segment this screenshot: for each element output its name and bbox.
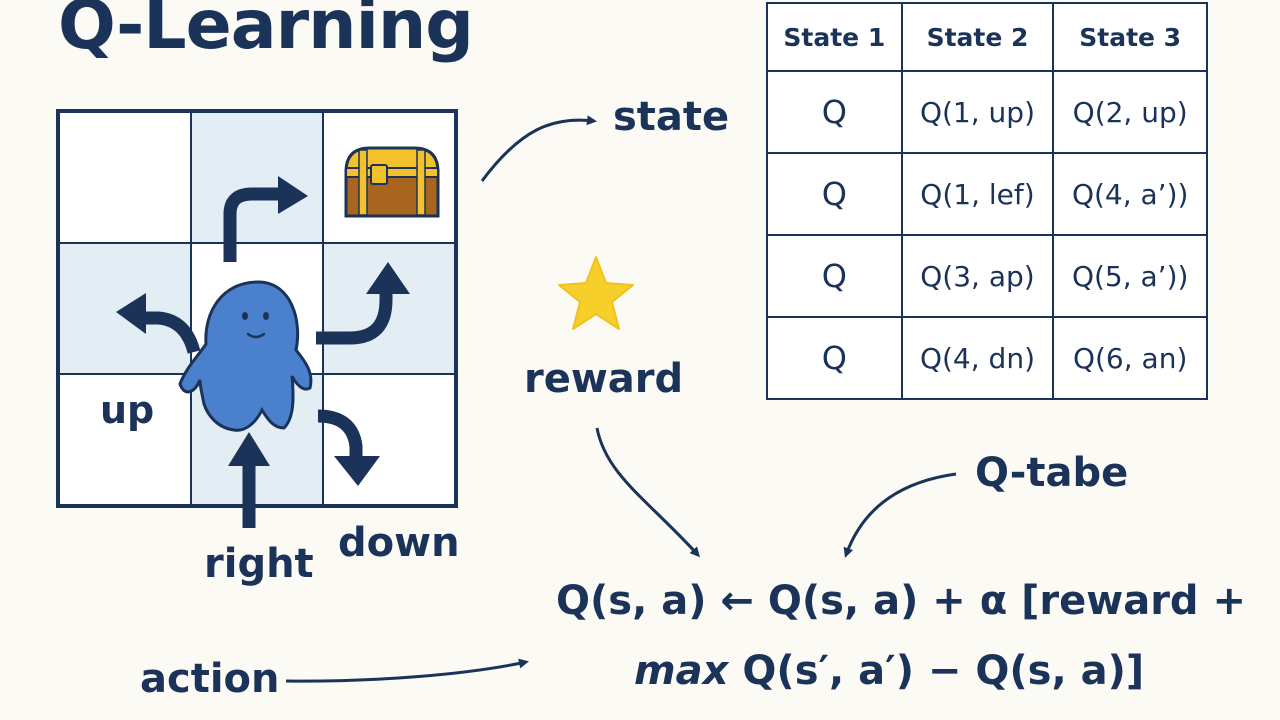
table-cell: Q(1, lef)	[900, 152, 1055, 236]
page-title: Q-Learning	[58, 0, 474, 65]
max-operator: max	[634, 648, 729, 694]
column-header: State 3	[1052, 2, 1208, 72]
table-header-row: State 1 State 2 State 3	[766, 2, 1208, 72]
grid-cell	[59, 374, 191, 505]
table-cell: Q(4, a’))	[1052, 152, 1208, 236]
update-formula-line1: Q(s, a) ← Q(s, a) + α [reward +	[556, 578, 1246, 624]
move-left-arrow	[116, 293, 201, 354]
table-cell: Q	[766, 70, 903, 154]
table-cell: Q(6, an)	[1052, 316, 1208, 400]
state-arrow	[480, 115, 597, 182]
table-cell: Q	[766, 152, 903, 236]
up-label: up	[100, 388, 155, 432]
table-cell: Q(2, up)	[1052, 70, 1208, 154]
move-up-arrow-bottom	[228, 432, 270, 528]
table-cell: Q(3, ap)	[900, 234, 1055, 318]
star-icon	[558, 256, 634, 330]
update-formula-line2: max Q(s′, a′) − Q(s, a)]	[634, 648, 1144, 694]
action-arrow	[285, 658, 529, 683]
action-label: action	[140, 656, 280, 702]
table-cell: Q	[766, 316, 903, 400]
column-header: State 2	[900, 2, 1055, 72]
move-right-arrow	[316, 262, 410, 345]
table-cell: Q(1, up)	[900, 70, 1055, 154]
treasure-chest-icon	[344, 146, 440, 218]
grid-cell	[59, 112, 191, 243]
formula-line2-rest: Q(s′, a′) − Q(s, a)]	[728, 648, 1145, 694]
q-table-label: Q-tabe	[975, 450, 1129, 496]
move-down-arrow	[317, 409, 380, 486]
reward-arrow	[595, 427, 701, 558]
agent-blob-icon	[178, 280, 313, 432]
grid-cell	[191, 112, 323, 243]
column-header: State 1	[766, 2, 903, 72]
table-cell: Q(4, dn)	[900, 316, 1055, 400]
table-row: Q Q(3, ap) Q(5, a’))	[766, 234, 1208, 318]
table-cell: Q	[766, 234, 903, 318]
grid-cell	[323, 374, 455, 505]
table-cell: Q(5, a’))	[1052, 234, 1208, 318]
reward-label: reward	[524, 356, 684, 402]
state-label: state	[613, 94, 730, 140]
table-row: Q Q(4, dn) Q(6, an)	[766, 316, 1208, 400]
table-row: Q Q(1, up) Q(2, up)	[766, 70, 1208, 154]
q-table: State 1 State 2 State 3 Q Q(1, up) Q(2, …	[766, 2, 1208, 400]
move-up-arrow	[223, 176, 308, 262]
table-row: Q Q(1, lef) Q(4, a’))	[766, 152, 1208, 236]
down-label: down	[338, 520, 460, 566]
q-table-arrow	[843, 472, 957, 558]
right-label: right	[204, 541, 314, 587]
